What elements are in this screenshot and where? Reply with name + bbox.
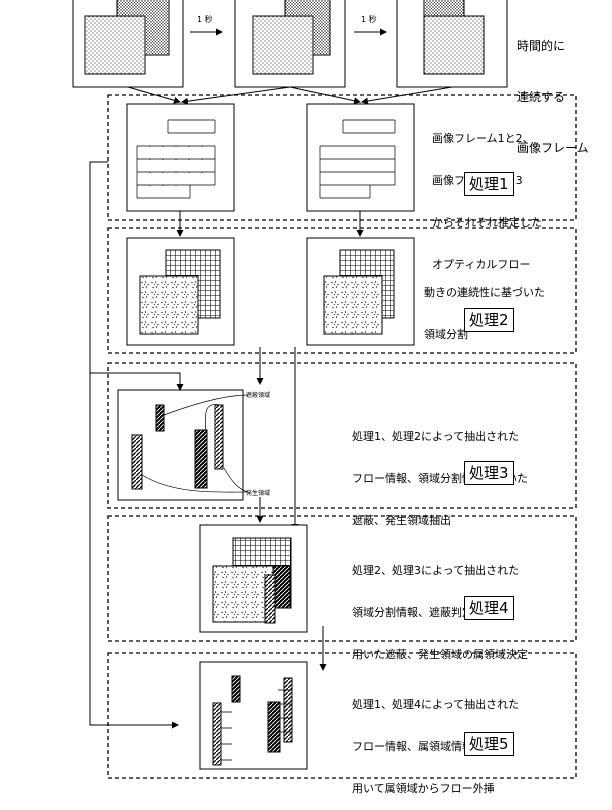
frame-2 [234, 0, 346, 88]
occlusion-panel [117, 389, 249, 501]
section-1-line: からそれぞれ推定した [432, 216, 542, 229]
occlusion-callout: 遮蔽領域 [246, 392, 271, 399]
section-1-line: オプティカルフロー [432, 258, 531, 271]
section-2-line: 動きの連続性に基づいた [424, 286, 545, 299]
interval-label-1: 1 秒 [197, 15, 213, 24]
desc-line-3: 画像フレーム [517, 141, 589, 155]
interval-label-2: 1 秒 [361, 15, 377, 24]
assignment-panel [199, 524, 308, 633]
section-5-line: フロー情報、属領域情報を [352, 740, 484, 753]
section-2-description: 動きの連続性に基づいた 領域分割 [424, 258, 545, 356]
section-5-line: 処理1、処理4によって抽出された [352, 698, 520, 711]
extrapolation-panel [199, 661, 308, 770]
section-2-line: 領域分割 [424, 328, 468, 341]
process-diagram [72, 0, 577, 779]
flow-panel-right [306, 103, 415, 212]
frame-3 [396, 0, 508, 88]
step-label-2: 処理2 [464, 308, 514, 332]
section-3-line: 遮蔽、発生領域抽出 [352, 514, 451, 527]
feedback-line [89, 161, 184, 729]
step-label-4: 処理4 [464, 596, 514, 620]
section-3-line: 処理1、処理2によって抽出された [352, 430, 520, 443]
section-4-line: 処理2、処理3によって抽出された [352, 564, 520, 577]
segment-panel-right [306, 237, 415, 346]
flow-panel-left [126, 103, 235, 212]
frames-description: 時間的に 連続する 画像フレーム [517, 4, 589, 174]
section-boxes [107, 94, 577, 779]
desc-line-1: 時間的に [517, 39, 566, 53]
step-label-3: 処理3 [464, 461, 514, 485]
section-5-line: 用いて属領域からフロー外挿 [352, 782, 495, 795]
emergence-callout: 発生領域 [246, 490, 271, 497]
desc-line-2: 連続する [517, 90, 566, 104]
section-4-line: 用いた遮蔽、発生領域の属領域決定 [352, 648, 528, 661]
segment-panel-left [126, 237, 235, 346]
section-1-line: 画像フレーム1と2、 [432, 132, 534, 145]
step-label-5: 処理5 [464, 732, 514, 756]
frame-1 [72, 0, 184, 88]
step-label-1: 処理1 [464, 172, 514, 196]
